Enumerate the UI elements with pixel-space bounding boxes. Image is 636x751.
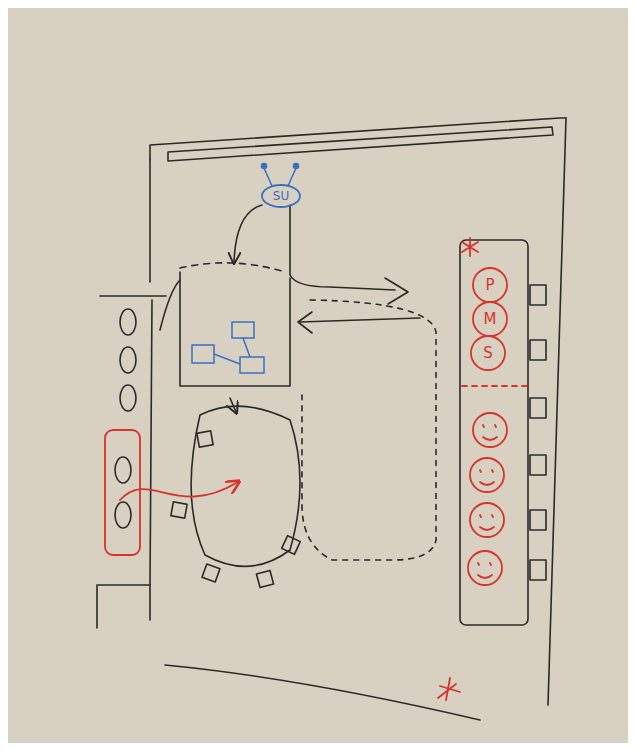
node-label: M <box>472 301 508 337</box>
flow-arrow <box>290 205 395 290</box>
antenna-tip <box>294 164 299 169</box>
door-mark <box>100 295 166 297</box>
node-shape <box>471 336 505 370</box>
chair <box>282 536 301 555</box>
red-group <box>105 430 140 555</box>
return-arrow <box>300 318 420 322</box>
divider <box>462 385 528 387</box>
chair <box>530 560 546 580</box>
chair <box>202 564 220 582</box>
stage-edge <box>160 280 180 330</box>
chair <box>530 455 546 475</box>
stage-block <box>180 272 290 386</box>
face <box>470 458 504 492</box>
blue-box <box>192 345 214 363</box>
node-shape <box>262 185 300 207</box>
antenna-tip <box>262 164 267 169</box>
face <box>470 503 504 537</box>
right-wall <box>548 118 566 705</box>
star-mark <box>438 678 460 700</box>
flow-arrow <box>234 205 262 262</box>
node-label: P <box>472 267 508 303</box>
red-arrow <box>120 482 238 500</box>
oval-table <box>191 406 300 566</box>
node-shape <box>473 268 507 302</box>
chair <box>256 570 273 587</box>
blue-box <box>232 322 254 338</box>
left-seat <box>120 309 136 335</box>
bottom-curve <box>165 665 480 720</box>
chair <box>530 398 546 418</box>
left-seat <box>115 457 131 483</box>
paper <box>8 8 628 743</box>
node-shape <box>473 302 507 336</box>
person-circle: P <box>472 267 508 303</box>
face-mark <box>478 563 492 578</box>
person-circle: S <box>470 335 506 371</box>
star-mark <box>462 238 478 256</box>
arrow-head <box>298 312 312 333</box>
left-seat <box>120 385 136 411</box>
top-bar <box>168 127 553 161</box>
face <box>468 551 502 585</box>
blue-link <box>214 338 250 364</box>
corner-block <box>97 585 150 628</box>
chair <box>530 510 546 530</box>
face-mark <box>483 425 497 440</box>
left-wall <box>149 160 151 282</box>
audience-band <box>460 240 528 625</box>
node-label: SU <box>261 184 301 208</box>
face <box>473 413 507 447</box>
walk-route <box>302 300 436 560</box>
blue-box <box>240 357 264 373</box>
left-seat <box>120 347 136 373</box>
node-label: S <box>470 335 506 371</box>
chair <box>197 431 213 447</box>
top-wall <box>150 118 566 160</box>
left-seat <box>115 502 131 528</box>
antenna <box>264 168 296 186</box>
chair <box>171 502 187 518</box>
role-oval: SU <box>261 184 301 208</box>
person-circle: M <box>472 301 508 337</box>
arrow-head <box>385 278 408 304</box>
chair <box>530 285 546 305</box>
face-mark <box>480 515 494 530</box>
small-arrow <box>230 398 236 412</box>
chair <box>530 340 546 360</box>
left-wall <box>150 300 152 585</box>
face-mark <box>480 470 494 485</box>
stage-top <box>180 263 285 272</box>
